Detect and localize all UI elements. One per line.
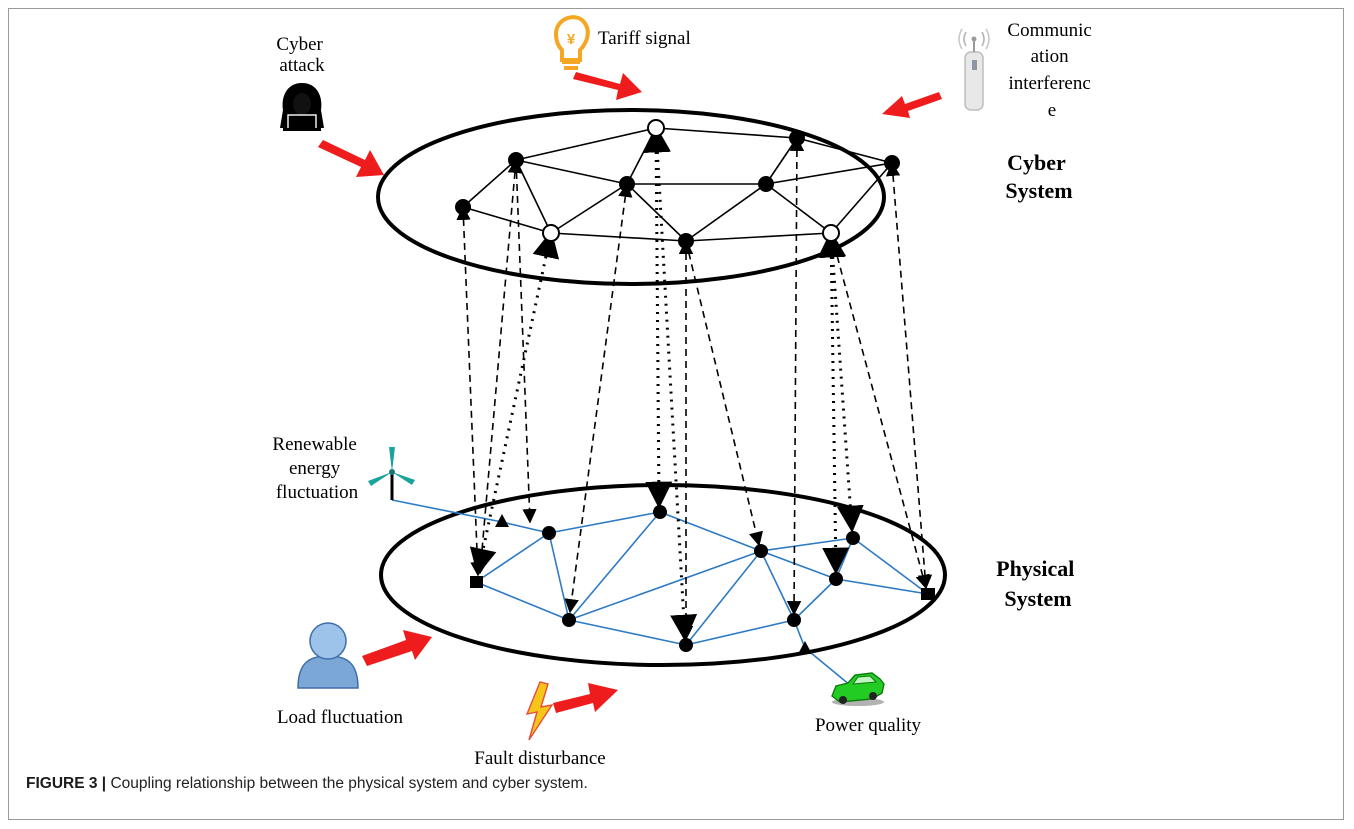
cyber-nodes (455, 119, 900, 249)
renewable-energy-fluctuation-label: Renewable energy fluctuation (272, 434, 361, 503)
tariff-symbol: ¥ (567, 31, 576, 48)
load-fluctuation-label: Load fluctuation (277, 707, 404, 728)
cyber-attack-label: Cyber attack (276, 34, 327, 76)
physical-node (829, 572, 843, 586)
cyber-node (678, 233, 694, 249)
cyber-node (455, 199, 471, 215)
cyber-node (789, 130, 805, 146)
antenna-icon (958, 28, 990, 111)
physical-node (787, 613, 801, 627)
car-icon (831, 672, 885, 706)
lightning-icon (525, 681, 554, 741)
disturbance-arrows (318, 72, 942, 713)
coupling-links (456, 125, 933, 642)
physical-node-triangle (798, 641, 812, 654)
figure-label: FIGURE 3 | (26, 775, 107, 792)
cyber-system-label: Cyber System (1005, 150, 1072, 203)
cyber-node (822, 224, 840, 242)
physical-links (391, 499, 929, 691)
physical-node (542, 526, 556, 540)
lightbulb-icon: ¥ (553, 15, 590, 70)
load-arrow (362, 630, 432, 666)
cyber-links (462, 127, 893, 242)
interference-arrow (882, 92, 942, 118)
hacker-icon (273, 75, 331, 133)
cyber-node (647, 119, 665, 137)
tariff-signal-label: Tariff signal (598, 28, 691, 49)
user-icon (297, 622, 359, 689)
cyber-node (758, 176, 774, 192)
physical-node (754, 544, 768, 558)
cyber-system-ellipse (376, 108, 886, 286)
physical-node (653, 505, 667, 519)
physical-node-square (470, 576, 483, 588)
cyber-node (508, 152, 524, 168)
communication-interference-label: Communic ation interferenc e (1007, 20, 1096, 121)
physical-node-triangle (495, 514, 509, 527)
figure-caption-text: Coupling relationship between the physic… (106, 775, 588, 792)
cyber-attack-arrow (318, 140, 384, 177)
physical-nodes (470, 505, 935, 654)
wind-turbine-icon (368, 447, 415, 500)
tariff-arrow (573, 72, 642, 100)
physical-node (562, 613, 576, 627)
physical-system-label: Physical System (996, 556, 1080, 611)
physical-node (679, 638, 693, 652)
physical-node (846, 531, 860, 545)
figure-caption: FIGURE 3 | Coupling relationship between… (26, 775, 588, 793)
fault-arrow (553, 683, 618, 713)
physical-node-square (921, 588, 935, 600)
fault-disturbance-label: Fault disturbance (474, 748, 605, 769)
cyber-node (542, 224, 560, 242)
cyber-node (619, 176, 635, 192)
cyber-node (884, 155, 900, 171)
power-quality-label: Power quality (815, 715, 922, 736)
